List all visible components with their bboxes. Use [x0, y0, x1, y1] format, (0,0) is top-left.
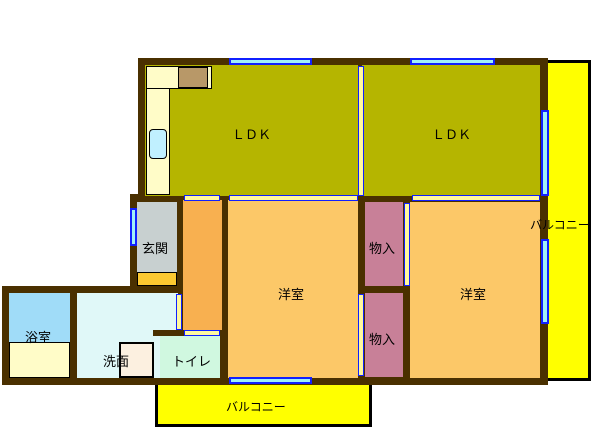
label-bathroom: 浴室: [25, 331, 52, 346]
stove-icon: [178, 67, 208, 88]
entrance-room: [137, 202, 177, 272]
door-closet-upper[interactable]: [404, 203, 410, 286]
window-ldk-right[interactable]: [410, 58, 495, 65]
label-closet-upper: 物入: [369, 242, 396, 257]
toilet-room: [160, 336, 220, 378]
western-room-right: [410, 202, 540, 378]
balcony-bottom: [155, 378, 372, 427]
closet-lower: [365, 293, 403, 377]
label-western-room-right: 洋室: [460, 288, 487, 303]
closet-upper: [365, 202, 403, 286]
label-balcony-bottom: バルコニー: [226, 400, 286, 414]
sink-icon: [149, 129, 167, 159]
door-ldk-western-right[interactable]: [412, 195, 540, 201]
label-closet-lower: 物入: [369, 333, 396, 348]
door-closet-lower[interactable]: [358, 294, 364, 376]
window-western-balcony[interactable]: [541, 239, 549, 324]
label-western-room-left: 洋室: [278, 288, 305, 303]
door-washroom[interactable]: [176, 294, 182, 330]
label-entrance: 玄関: [142, 242, 169, 257]
door-ldk-western-left[interactable]: [229, 195, 358, 201]
label-ldk-left: ＬＤＫ: [232, 128, 272, 143]
door-ldk-partition[interactable]: [358, 66, 364, 196]
window-ldk-left[interactable]: [229, 58, 312, 65]
laundry-space: [119, 342, 154, 378]
ldk-right-room: [362, 65, 540, 196]
door-toilet[interactable]: [184, 330, 220, 336]
window-western-bottom[interactable]: [229, 377, 312, 384]
label-balcony-right: バルコニー: [530, 218, 590, 232]
label-washroom: 洗面: [103, 355, 130, 370]
door-ldk-hallway[interactable]: [184, 195, 220, 201]
western-room-left: [228, 200, 358, 378]
hallway: [183, 200, 222, 332]
bathtub-icon: [9, 342, 70, 378]
label-toilet: トイレ: [172, 355, 212, 370]
entrance-door[interactable]: [130, 208, 137, 246]
label-ldk-right: ＬＤＫ: [432, 128, 472, 143]
window-ldk-balcony[interactable]: [541, 110, 549, 196]
entrance-step: [137, 272, 177, 286]
